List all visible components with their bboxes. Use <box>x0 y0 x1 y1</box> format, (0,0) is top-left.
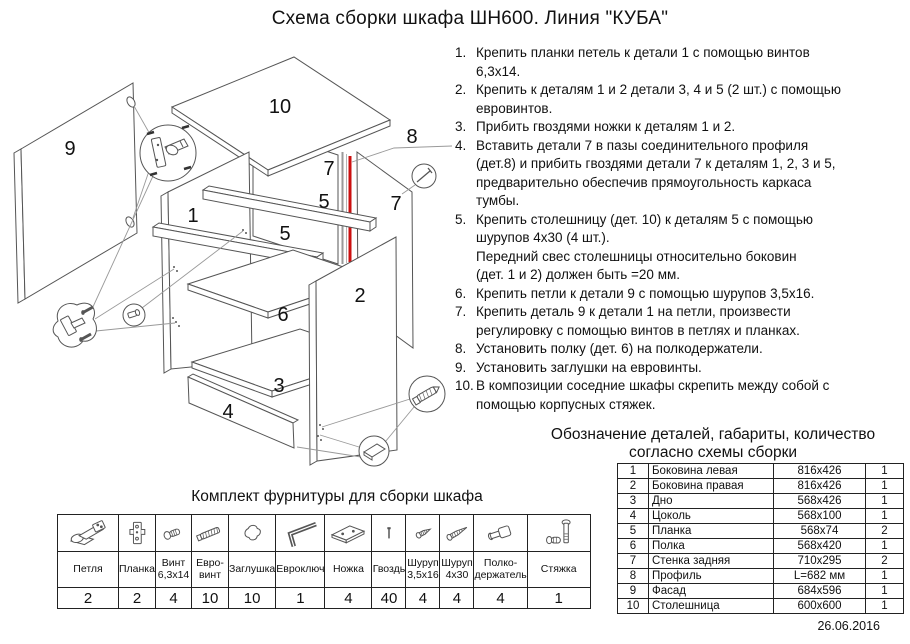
cap-icon <box>234 517 270 549</box>
connecting-bolt-icon <box>537 517 581 549</box>
hardware-icon-row <box>57 514 591 552</box>
hardware-label-row: Петля Планка Винт 6,3х14 Евро- винт Загл… <box>57 551 591 588</box>
wood-screw-icon <box>441 517 473 549</box>
hinge-plate-detail <box>52 268 176 348</box>
side-panel-right <box>308 236 398 466</box>
parts-table-title: Обозначение деталей, габариты, количеств… <box>550 426 876 461</box>
mounting-plate-icon <box>120 517 154 549</box>
part-label-9: 9 <box>64 138 75 160</box>
instruction-item: 2.Крепить к деталям 1 и 2 детали 3, 4 и … <box>455 82 841 116</box>
instruction-item: 8.Установить полку (дет. 6) на полкодерж… <box>455 341 763 356</box>
part-label-7a: 7 <box>323 158 334 180</box>
shelf-pin-detail-circle <box>122 230 244 327</box>
part-label-5a: 5 <box>318 191 329 213</box>
hex-key-icon <box>277 517 323 549</box>
nail-detail-circle <box>401 163 437 195</box>
instruction-item: 9.Установить заглушки на евровинты. <box>455 359 702 375</box>
profile-leader-line <box>351 145 453 163</box>
hardware-count-row: 2 2 4 10 10 1 4 40 4 4 4 1 <box>57 587 591 609</box>
shelf-support-icon <box>481 517 521 549</box>
instruction-item: 4.Вставить детали 7 в пазы соединительно… <box>455 137 836 209</box>
small-screw-icon <box>408 517 438 549</box>
part-label-1: 1 <box>187 205 198 227</box>
instruction-item: 7.Крепить деталь 9 к детали 1 на петли, … <box>455 304 800 338</box>
part-labels: 9 10 8 7 5 7 1 5 2 6 3 4 <box>64 96 417 423</box>
document-date: 26.06.2016 <box>817 619 880 633</box>
part-label-10: 10 <box>269 96 291 118</box>
assembly-diagram: 9 10 8 7 5 7 1 5 2 6 3 4 <box>13 56 453 467</box>
hardware-table: Петля Планка Винт 6,3х14 Евро- винт Загл… <box>57 514 591 609</box>
side-panel-left <box>160 151 253 374</box>
instruction-item: 3.Прибить гвоздями ножки к деталям 1 и 2… <box>455 119 736 134</box>
door-panel <box>13 82 138 304</box>
foot-detail-circle <box>296 434 390 467</box>
instruction-list: 1.Крепить планки петель к детали 1 с пом… <box>455 44 907 414</box>
part-label-5b: 5 <box>279 223 290 245</box>
euro-screw-detail-circle <box>321 375 446 460</box>
hinge-detail-circle <box>91 105 197 310</box>
part-label-3: 3 <box>273 375 284 397</box>
plinth-panel <box>186 373 300 449</box>
instruction-item: 5.Крепить столешницу (дет. 10) к деталям… <box>455 211 814 283</box>
euro-screw-icon <box>192 517 228 549</box>
hardware-title: Комплект фурнитуры для сборки шкафа <box>191 488 483 505</box>
part-label-4: 4 <box>222 401 233 423</box>
screw-icon <box>157 517 191 549</box>
part-label-7b: 7 <box>390 193 401 215</box>
part-label-6: 6 <box>277 304 288 326</box>
instruction-item: 1.Крепить планки петель к детали 1 с пом… <box>455 45 810 79</box>
part-label-2: 2 <box>354 285 365 307</box>
foot-icon <box>326 517 370 549</box>
page-title: Схема сборки шкафа ШН600. Линия "КУБА" <box>271 8 669 29</box>
nail-icon <box>379 517 399 549</box>
instruction-item: 6.Крепить петли к детали 9 с помощью шур… <box>455 285 815 301</box>
screw-hole-dots <box>172 229 324 441</box>
hinge-icon <box>63 517 113 549</box>
part-label-8: 8 <box>406 126 417 148</box>
plank-upper <box>201 185 378 232</box>
profile-line <box>341 152 352 264</box>
instruction-item: 10.В композиции соседние шкафы скрепить … <box>455 378 830 412</box>
